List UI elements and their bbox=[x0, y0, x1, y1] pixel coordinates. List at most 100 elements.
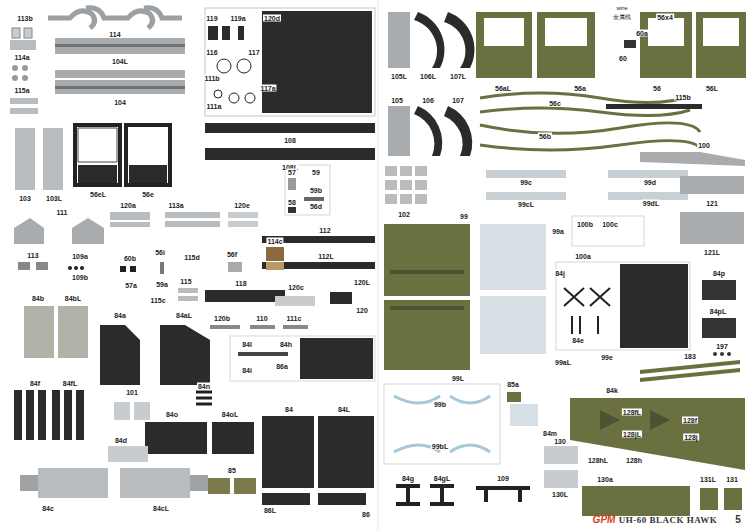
part-number: 84g bbox=[401, 475, 415, 482]
part-number: 117a bbox=[259, 85, 276, 92]
part-number: 金属线 bbox=[612, 14, 632, 20]
part-number: 56e bbox=[141, 191, 155, 198]
part-number: 84e bbox=[571, 337, 585, 344]
part-number: 115d bbox=[183, 254, 201, 261]
part-number: 128h bbox=[625, 457, 643, 464]
part-number: 56aL bbox=[494, 85, 512, 92]
part-number: 100b bbox=[576, 221, 594, 228]
part-number: 56x4 bbox=[656, 14, 674, 21]
part-number: 86 bbox=[361, 511, 371, 518]
part-number: 111c bbox=[286, 315, 303, 322]
part-number: 84o bbox=[165, 411, 179, 418]
part-number: 114c bbox=[266, 238, 283, 245]
part-number: 56b bbox=[538, 133, 552, 140]
part-number: 84L bbox=[337, 406, 351, 413]
part-number: 56c bbox=[548, 100, 562, 107]
part-number: 128f bbox=[682, 417, 698, 424]
part-number: 130 bbox=[553, 438, 567, 445]
part-number: 84f bbox=[29, 380, 41, 387]
part-number: 59b bbox=[309, 187, 323, 194]
part-number: 84bL bbox=[64, 295, 82, 302]
part-number: 100c bbox=[601, 221, 619, 228]
part-number: 84l bbox=[241, 341, 253, 348]
part-number: 56 bbox=[652, 85, 662, 92]
part-number: 84cL bbox=[152, 505, 170, 512]
part-number: 84aL bbox=[175, 312, 193, 319]
part-number: 99bL bbox=[431, 443, 449, 450]
part-number: 197 bbox=[715, 343, 729, 350]
part-number: 56eL bbox=[89, 191, 107, 198]
part-number: 130L bbox=[551, 491, 569, 498]
part-number: 105L bbox=[390, 73, 408, 80]
part-number: 114 bbox=[108, 31, 121, 38]
part-number: 112L bbox=[317, 253, 335, 260]
part-number: 60a bbox=[635, 30, 649, 37]
part-number: 120b bbox=[213, 315, 231, 322]
part-number: 118 bbox=[234, 280, 247, 287]
part-number: 120d bbox=[263, 15, 281, 22]
part-number: 57a bbox=[124, 282, 138, 289]
part-number: 183 bbox=[683, 353, 697, 360]
sheet-title: GPM bbox=[592, 515, 617, 525]
part-number: 56i bbox=[154, 249, 166, 256]
part-number: 60b bbox=[123, 255, 137, 262]
part-number: 85 bbox=[227, 467, 237, 474]
part-number: 99e bbox=[600, 354, 614, 361]
part-number: 111 bbox=[56, 209, 69, 216]
part-number: 99d bbox=[643, 179, 657, 186]
part-number: 130a bbox=[596, 476, 614, 483]
part-number: 128jL bbox=[622, 431, 642, 438]
part-number: 120c bbox=[287, 284, 305, 291]
part-number: 110 bbox=[255, 315, 268, 322]
part-number: 113a bbox=[167, 202, 184, 209]
part-number: 128fL bbox=[622, 409, 642, 416]
part-number: 109 bbox=[496, 475, 510, 482]
part-number: 99b bbox=[433, 401, 447, 408]
part-number: 84k bbox=[605, 387, 619, 394]
part-number: 99 bbox=[459, 213, 469, 220]
part-number: 120L bbox=[353, 279, 371, 286]
part-number: 111a bbox=[206, 103, 223, 110]
part-number: 104 bbox=[113, 99, 127, 106]
part-number: 106L bbox=[419, 73, 437, 80]
part-number: 109b bbox=[71, 274, 89, 281]
part-number: 111b bbox=[203, 75, 220, 82]
part-number: 120a bbox=[119, 202, 137, 209]
part-number: 56a bbox=[573, 85, 587, 92]
part-number: 58 bbox=[287, 199, 297, 206]
part-number: 109a bbox=[71, 253, 89, 260]
part-number: 60 bbox=[618, 55, 628, 62]
part-number: 84oL bbox=[221, 411, 239, 418]
part-number: 84a bbox=[113, 312, 127, 319]
part-number: 84gL bbox=[433, 475, 451, 482]
part-number: 84i bbox=[241, 367, 253, 374]
part-number: 56L bbox=[705, 85, 719, 92]
part-number: 84n bbox=[197, 383, 211, 390]
part-number: 115 bbox=[179, 278, 192, 285]
part-number: 59a bbox=[155, 281, 169, 288]
part-number: 108 bbox=[283, 137, 297, 144]
part-number: 131 bbox=[725, 476, 739, 483]
part-number: 103L bbox=[45, 195, 63, 202]
part-number: 84pL bbox=[709, 308, 727, 315]
part-number: wire bbox=[615, 5, 628, 11]
part-number: 84fL bbox=[62, 380, 78, 387]
part-number: 103 bbox=[18, 195, 32, 202]
part-number: 104L bbox=[111, 58, 129, 65]
part-number: 59 bbox=[311, 169, 321, 176]
part-number: 84c bbox=[41, 505, 55, 512]
part-number: 84p bbox=[712, 270, 726, 277]
part-number: 128hL bbox=[587, 457, 609, 464]
part-number: 57 bbox=[287, 169, 297, 176]
part-number: 102 bbox=[397, 211, 411, 218]
part-number: 56f bbox=[226, 251, 238, 258]
part-number: 115c bbox=[149, 297, 166, 304]
part-number: 86L bbox=[263, 507, 277, 514]
part-number: 120e bbox=[233, 202, 251, 209]
sheet-title: UH-60 BLACK HAWK bbox=[618, 516, 719, 525]
part-number: 100a bbox=[574, 253, 592, 260]
part-number: 84d bbox=[114, 437, 128, 444]
part-number: 84j bbox=[554, 270, 566, 277]
